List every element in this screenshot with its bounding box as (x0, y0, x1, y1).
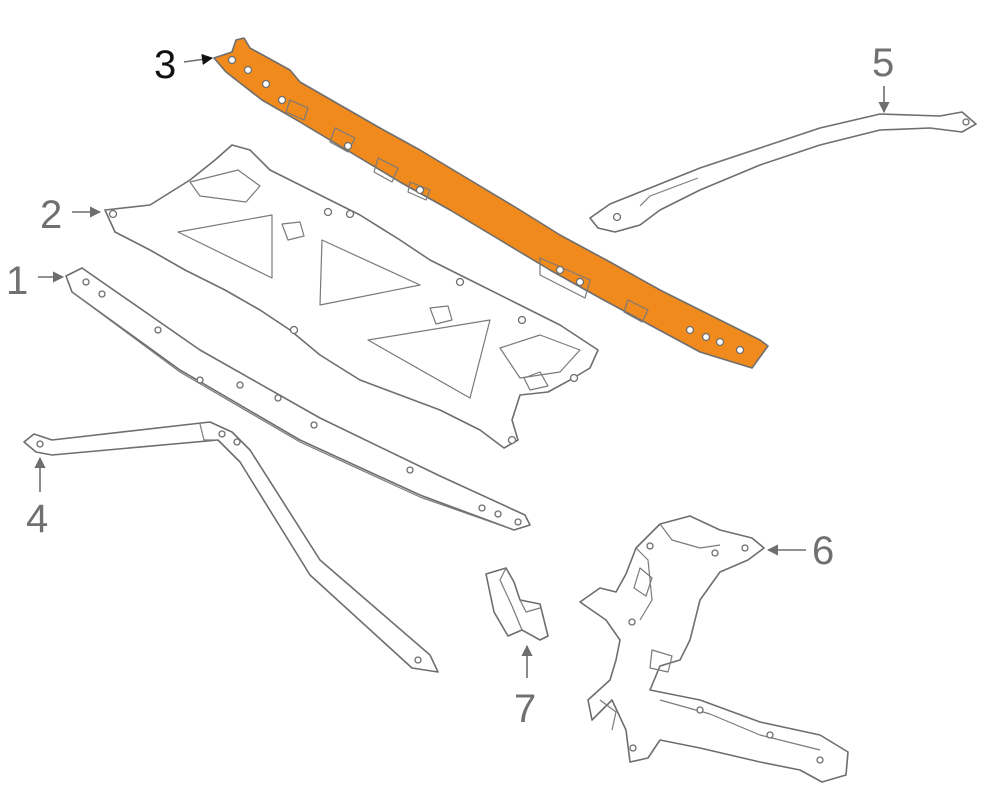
part-7-bracket (485, 567, 549, 641)
callout-6: 6 (812, 529, 834, 573)
part-1-lower-beam (65, 267, 531, 531)
callout-3: 3 (154, 43, 176, 87)
callout-2: 2 (40, 193, 62, 237)
callout-7: 7 (514, 687, 536, 731)
callout-5: 5 (872, 41, 894, 85)
part-3-upper-rail-highlighted (213, 37, 769, 369)
part-5-strut (589, 111, 977, 233)
part-4-brace (23, 421, 439, 673)
callouts: 1 2 3 4 5 6 7 (6, 41, 894, 731)
callout-4: 4 (26, 497, 48, 541)
part-6-side-frame (579, 515, 849, 783)
callout-1: 1 (6, 259, 28, 303)
leader-lines (34, 53, 890, 678)
leader-3 (183, 53, 214, 65)
part-2-lower-panel (104, 144, 599, 449)
